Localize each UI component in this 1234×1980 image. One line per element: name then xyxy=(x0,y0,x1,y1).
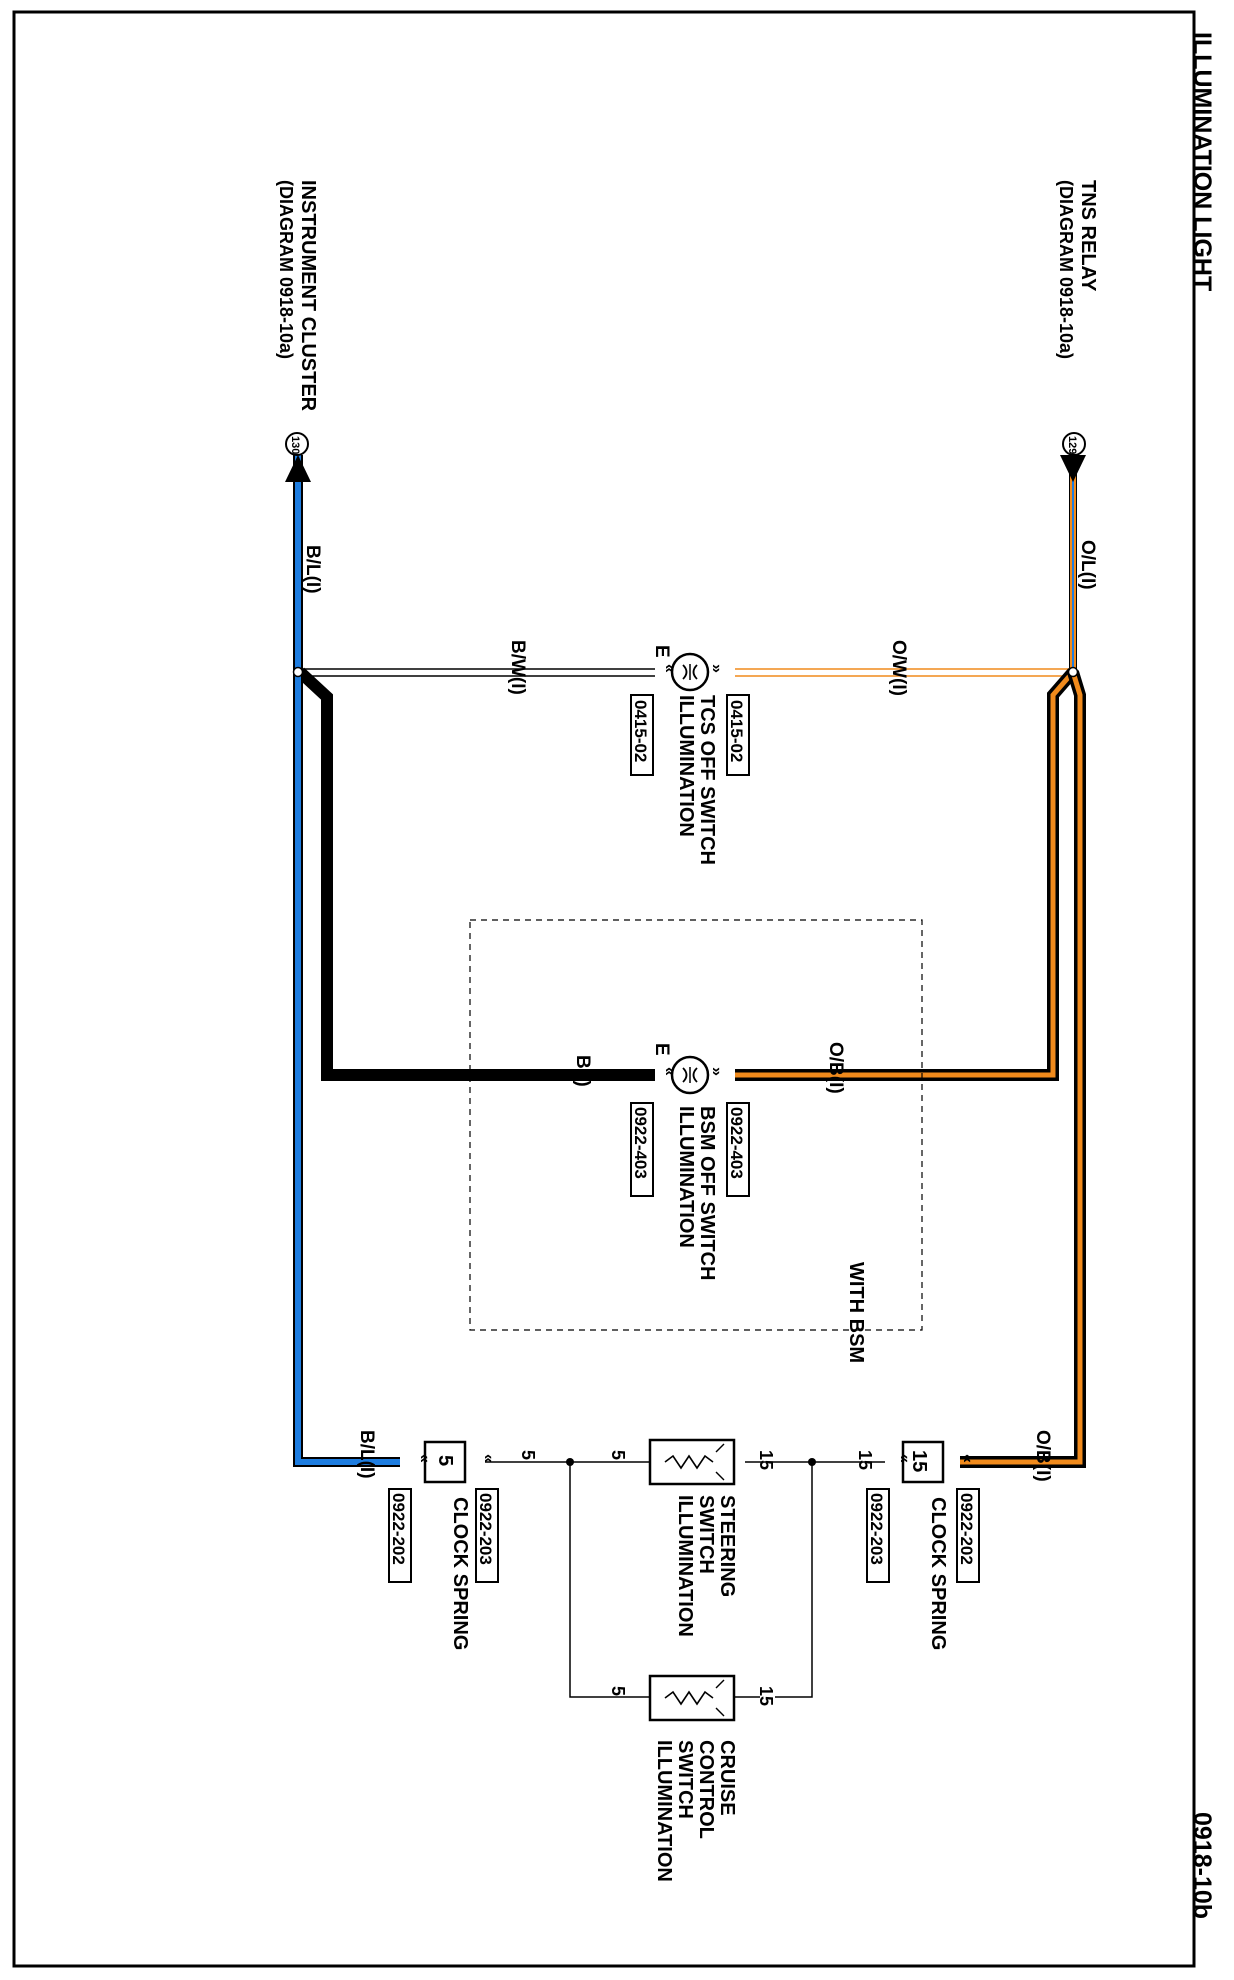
arrow-out-icon xyxy=(285,455,311,482)
wire-label-bl-top: B/L(I) xyxy=(302,545,323,594)
steering-switch-lamp xyxy=(648,1438,736,1486)
svg-text:129: 129 xyxy=(1066,436,1078,454)
wire-label-b: B(I) xyxy=(572,1055,593,1087)
wire-b xyxy=(295,667,655,1081)
cruise-pin-in: 15 xyxy=(756,1686,776,1706)
clock-spring-lower-arrows-2: « xyxy=(416,1454,433,1463)
tns-relay-label: TNS RELAY xyxy=(1077,180,1099,292)
junction-dot xyxy=(292,666,304,678)
clock-spring-upper-arrows-2: « xyxy=(896,1454,913,1463)
wire-label-bl-clock: B/L(I) xyxy=(356,1430,377,1479)
page-frame xyxy=(12,10,1196,1968)
with-bsm-label: WITH BSM xyxy=(845,1262,867,1363)
instrument-cluster-ref: (DIAGRAM 0918-10a) xyxy=(276,180,296,359)
tcs-label: TCS OFF SWITCH xyxy=(696,695,718,865)
wire-label-ow: O/W(I) xyxy=(888,640,909,696)
clock-spring-lower-arrows: « xyxy=(480,1454,497,1463)
page-number: 0918-10b xyxy=(1188,1812,1216,1919)
cruise-label-2: CONTROL xyxy=(695,1740,717,1839)
cruise-pin-out: 5 xyxy=(608,1686,628,1696)
steering-label-2: SWITCH xyxy=(695,1495,717,1574)
svg-text:0922-403: 0922-403 xyxy=(727,1107,746,1179)
steering-label-1: STEERING xyxy=(716,1495,738,1597)
tcs-ground-label: E xyxy=(651,645,672,658)
bsm-off-switch-lamp: » « xyxy=(661,1055,725,1095)
steering-pin-in: 15 xyxy=(756,1450,776,1470)
junction-dot xyxy=(1067,666,1079,678)
cruise-label-1: CRUISE xyxy=(716,1740,738,1816)
bsm-connector-top: 0922-403 xyxy=(726,1102,750,1197)
svg-text:15: 15 xyxy=(908,1450,930,1472)
tns-relay-ref: (DIAGRAM 0918-10a) xyxy=(1056,180,1076,359)
clock-spring-lower-label: CLOCK SPRING xyxy=(449,1497,471,1650)
clock-spring-upper-conn-b: 0922-203 xyxy=(866,1488,890,1583)
clock-spring-upper-conn-a: 0922-202 xyxy=(956,1488,980,1583)
svg-text:0415-02: 0415-02 xyxy=(631,700,650,762)
wire-ob-clock xyxy=(960,670,1086,1468)
wire-label-ol: O/L(I) xyxy=(1077,540,1098,590)
svg-text:0922-202: 0922-202 xyxy=(389,1493,408,1565)
pin-15-upper: 15 xyxy=(855,1450,875,1470)
svg-text:»: » xyxy=(708,1067,725,1076)
tcs-off-switch-lamp: » « xyxy=(661,652,725,692)
svg-text:5: 5 xyxy=(434,1455,456,1466)
svg-text:0922-202: 0922-202 xyxy=(957,1493,976,1565)
bsm-ground-label: E xyxy=(651,1043,672,1056)
clock-spring-lower-conn-a: 0922-203 xyxy=(475,1488,499,1583)
bsm-connector-bottom: 0922-403 xyxy=(630,1102,654,1197)
wire-bw xyxy=(298,668,655,677)
arrow-in-icon xyxy=(1060,455,1086,482)
wire-bl-main xyxy=(293,455,400,1467)
pin-5-lower: 5 xyxy=(518,1450,538,1460)
cruise-label-4: ILLUMINATION xyxy=(653,1740,675,1882)
wire-5-cruise xyxy=(569,1462,600,1698)
clock-spring-lower-conn-b: 0922-202 xyxy=(388,1488,412,1583)
tcs-connector-bottom: 0415-02 xyxy=(630,694,654,776)
svg-text:«: « xyxy=(661,664,678,673)
cruise-label-3: SWITCH xyxy=(674,1740,696,1819)
instrument-cluster-label: INSTRUMENT CLUSTER xyxy=(297,180,319,412)
bsm-label-2: ILLUMINATION xyxy=(675,1106,697,1248)
clock-spring-upper-label: CLOCK SPRING xyxy=(927,1497,949,1650)
svg-text:»: » xyxy=(708,664,725,673)
instrument-cluster-tag: 130 xyxy=(285,432,309,456)
wire-15-cruise xyxy=(775,1462,813,1698)
clock-spring-upper-pin-box: 15 xyxy=(901,1440,945,1484)
steering-pin-out: 5 xyxy=(608,1450,628,1460)
svg-text:130: 130 xyxy=(289,436,301,454)
clock-spring-lower-pin-box: 5 xyxy=(423,1440,467,1484)
wire-label-ob-clock: O/B(I) xyxy=(1032,1430,1053,1482)
svg-text:0922-203: 0922-203 xyxy=(476,1493,495,1565)
bsm-label: BSM OFF SWITCH xyxy=(696,1106,718,1280)
cruise-control-switch-lamp xyxy=(648,1674,736,1722)
tns-relay-tag: 129 xyxy=(1062,432,1086,456)
clock-spring-upper-arrows: « xyxy=(959,1454,976,1463)
wire-label-bw: B/W(I) xyxy=(507,640,528,695)
page-title: ILLUMINATION LIGHT xyxy=(1188,32,1216,291)
steering-label-3: ILLUMINATION xyxy=(674,1495,696,1637)
svg-text:«: « xyxy=(661,1067,678,1076)
wire-label-ob-top: O/B(I) xyxy=(825,1042,846,1094)
wire-ob-bsm xyxy=(735,668,1078,1081)
wire-ow xyxy=(735,668,1073,677)
svg-text:0415-02: 0415-02 xyxy=(727,700,746,762)
svg-text:0922-203: 0922-203 xyxy=(867,1493,886,1565)
with-bsm-box xyxy=(469,919,923,1331)
tcs-connector-top: 0415-02 xyxy=(726,694,750,776)
tcs-label-2: ILLUMINATION xyxy=(675,695,697,837)
svg-text:0922-403: 0922-403 xyxy=(631,1107,650,1179)
